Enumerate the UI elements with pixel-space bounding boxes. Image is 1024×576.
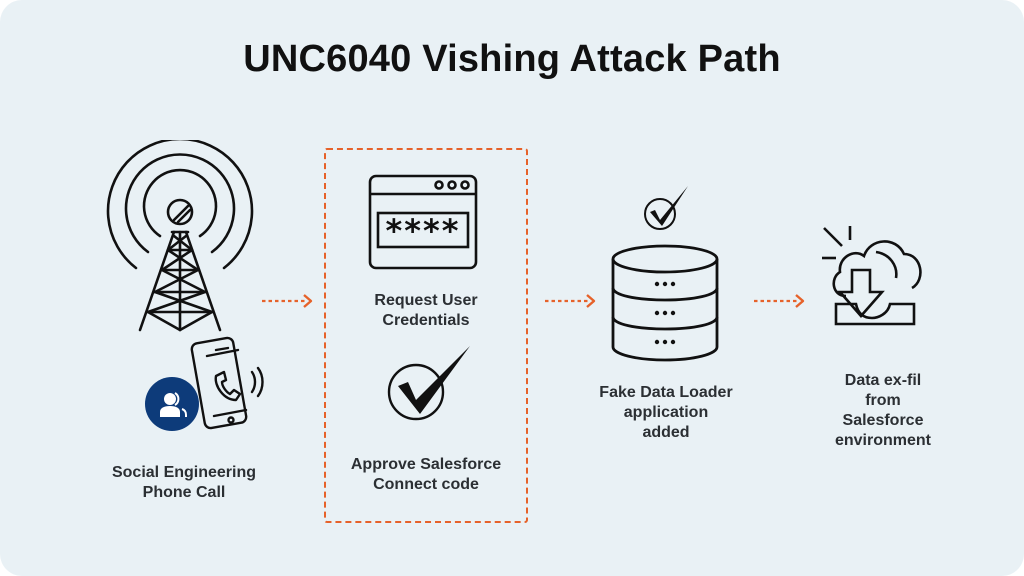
label-line: from bbox=[865, 392, 901, 409]
flow-arrow-1 bbox=[262, 294, 313, 308]
step-label-fake-data-loader: Fake Data Loader application added bbox=[576, 383, 756, 443]
step-label-social-engineering: Social Engineering Phone Call bbox=[88, 463, 280, 503]
cloud-download-icon bbox=[822, 226, 922, 326]
grouped-steps-box bbox=[324, 148, 528, 523]
step-label-data-exfil: Data ex-fil from Salesforce environment bbox=[798, 371, 968, 451]
flow-arrow-3 bbox=[754, 294, 805, 308]
user-group-badge-icon bbox=[145, 377, 199, 431]
label-line: Credentials bbox=[382, 312, 470, 329]
label-line: Approve Salesforce bbox=[350, 456, 502, 473]
label-line: Social Engineering bbox=[111, 464, 257, 481]
step-label-request-credentials: Request User Credentials bbox=[326, 291, 526, 331]
database-icon bbox=[611, 244, 719, 362]
label-line: added bbox=[642, 424, 690, 441]
label-line: environment bbox=[834, 432, 931, 449]
label-line: application bbox=[623, 404, 709, 421]
label-line: Phone Call bbox=[142, 484, 226, 501]
label-line: Fake Data Loader bbox=[599, 384, 733, 401]
smartphone-ringing-icon bbox=[190, 336, 264, 430]
cell-tower-icon bbox=[106, 140, 254, 332]
diagram-title: UNC6040 Vishing Attack Path bbox=[243, 38, 781, 80]
step-label-approve-connect: Approve Salesforce Connect code bbox=[326, 455, 526, 495]
flow-arrow-2 bbox=[545, 294, 596, 308]
label-line: Data ex-fil bbox=[844, 372, 922, 389]
check-circle-icon bbox=[387, 346, 470, 421]
label-line: Connect code bbox=[373, 476, 479, 493]
password-window-icon bbox=[368, 174, 478, 270]
password-mask: **** bbox=[385, 212, 461, 250]
label-line: Request User bbox=[374, 292, 478, 309]
label-line: Salesforce bbox=[842, 412, 924, 429]
check-circle-icon bbox=[644, 186, 688, 230]
